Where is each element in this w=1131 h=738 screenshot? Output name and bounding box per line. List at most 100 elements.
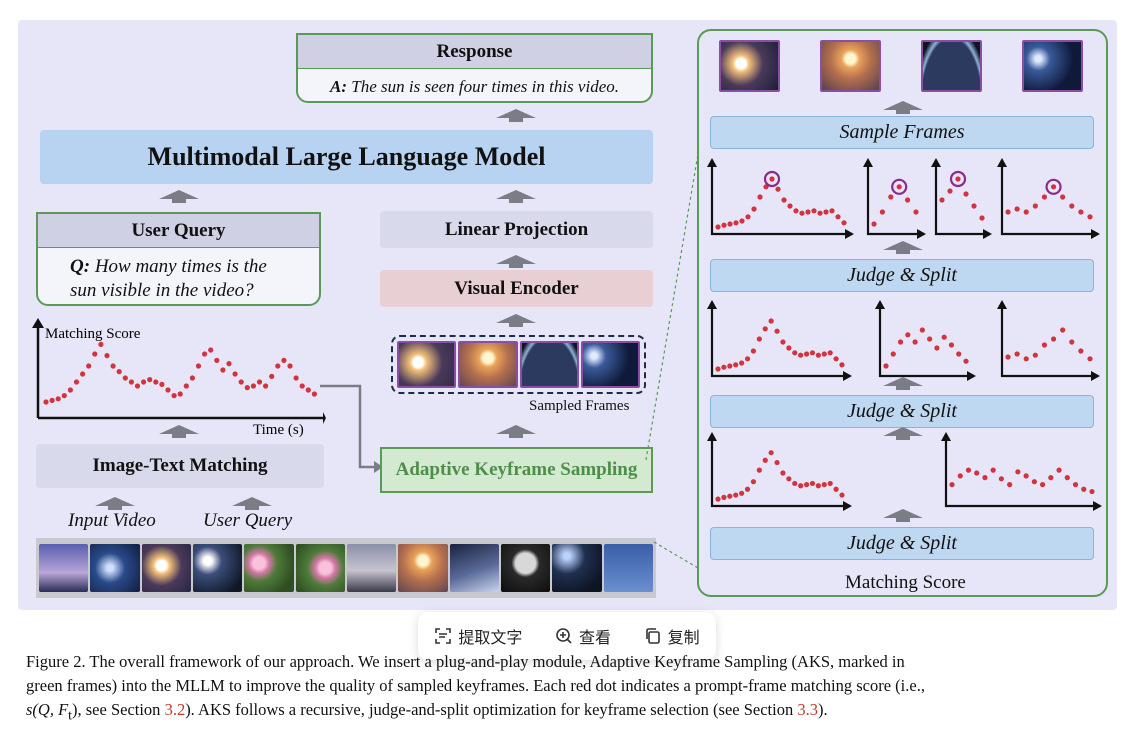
level3-score-plots bbox=[707, 158, 1100, 239]
score-dot bbox=[67, 387, 73, 393]
judge-split-bar-3: Judge & Split bbox=[710, 527, 1094, 560]
score-dot bbox=[787, 203, 793, 209]
arrow-stem bbox=[509, 264, 523, 268]
score-dot bbox=[829, 208, 835, 214]
score-dot bbox=[287, 363, 293, 369]
score-dot bbox=[756, 467, 762, 473]
score-dot bbox=[293, 375, 299, 381]
up-arrow bbox=[496, 425, 536, 434]
score-dot bbox=[971, 203, 977, 209]
sampled-frame-3 bbox=[519, 341, 579, 388]
arrow-stem bbox=[108, 506, 122, 510]
score-dot bbox=[774, 328, 780, 334]
sampled-frame-1 bbox=[397, 341, 457, 388]
score-dot bbox=[1023, 356, 1029, 362]
visual-encoder-box: Visual Encoder bbox=[380, 270, 653, 307]
response-box: Response A: The sun is seen four times i… bbox=[296, 33, 653, 103]
user-query-text: Q: How many times is the sun visible in … bbox=[38, 248, 319, 303]
copy-button[interactable]: 复制 bbox=[644, 624, 700, 648]
score-dot bbox=[998, 476, 1005, 482]
sample-frames-bar: Sample Frames bbox=[710, 116, 1094, 149]
video-frame bbox=[552, 544, 602, 592]
score-dot bbox=[250, 383, 256, 389]
plot-axes bbox=[878, 302, 974, 378]
plot-axes bbox=[866, 160, 924, 236]
score-dot bbox=[1014, 351, 1020, 357]
caption-text: ). AKS follows a recursive, judge-and-sp… bbox=[185, 700, 798, 719]
score-dot bbox=[1069, 203, 1075, 209]
selected-frame-4 bbox=[1022, 40, 1083, 92]
arrow-stem bbox=[509, 118, 523, 122]
score-dot bbox=[1039, 482, 1046, 488]
score-dot bbox=[1041, 342, 1048, 348]
score-dot bbox=[55, 396, 61, 402]
arrow-stem bbox=[172, 199, 186, 203]
score-dot bbox=[116, 369, 122, 375]
score-dot bbox=[189, 375, 195, 381]
selected-frame-2 bbox=[820, 40, 881, 92]
score-dot bbox=[43, 399, 49, 405]
score-dot bbox=[833, 356, 839, 362]
arrow-stem bbox=[896, 518, 910, 522]
response-answer: A: The sun is seen four times in this vi… bbox=[298, 69, 651, 101]
score-dot bbox=[809, 480, 816, 487]
score-dot bbox=[165, 387, 171, 393]
score-dot bbox=[1087, 356, 1093, 362]
score-dot bbox=[762, 457, 768, 463]
score-dot bbox=[947, 188, 953, 194]
score-dot bbox=[1087, 214, 1093, 220]
score-dot bbox=[721, 364, 727, 370]
section-ref-3-2[interactable]: 3.2 bbox=[164, 700, 186, 719]
score-dot bbox=[949, 482, 955, 488]
up-arrow bbox=[496, 109, 536, 118]
score-dot bbox=[1089, 488, 1095, 495]
copy-icon bbox=[645, 628, 660, 644]
score-dot bbox=[1032, 203, 1038, 209]
score-dot bbox=[1050, 184, 1057, 190]
caption-subscript: t bbox=[68, 707, 72, 723]
score-dot bbox=[1023, 209, 1029, 215]
sampled-frame-4 bbox=[580, 341, 640, 388]
arrow-stem bbox=[172, 434, 186, 438]
figure-caption: Figure 2. The overall framework of our a… bbox=[26, 650, 1122, 727]
score-dot bbox=[299, 383, 305, 389]
score-dot bbox=[871, 221, 877, 227]
score-dot bbox=[963, 191, 969, 197]
score-dot bbox=[73, 379, 80, 385]
video-frame bbox=[449, 544, 499, 592]
peak-marker bbox=[763, 170, 781, 188]
plot-axes bbox=[710, 302, 850, 378]
score-dot bbox=[982, 475, 988, 481]
arrow-stem bbox=[245, 506, 259, 510]
arrow-stem bbox=[896, 250, 910, 254]
matching-score-label: Matching Score bbox=[845, 572, 966, 593]
up-arrow bbox=[159, 425, 199, 434]
axis-arrow bbox=[1091, 229, 1100, 239]
score-dot bbox=[86, 363, 92, 369]
sampled-frames-label: Sampled Frames bbox=[529, 398, 630, 414]
score-dot bbox=[815, 352, 821, 358]
score-dot bbox=[134, 383, 141, 389]
view-button[interactable]: 查看 bbox=[555, 624, 611, 648]
score-dot bbox=[92, 351, 98, 357]
score-dot bbox=[739, 490, 745, 496]
score-dot bbox=[805, 209, 811, 215]
score-dot bbox=[768, 450, 774, 456]
section-ref-3-3[interactable]: 3.3 bbox=[797, 700, 818, 719]
score-dot bbox=[1005, 354, 1011, 360]
score-dot bbox=[727, 493, 733, 499]
score-dot bbox=[939, 197, 945, 203]
score-dot bbox=[780, 470, 786, 476]
score-dot bbox=[750, 479, 757, 485]
score-dot bbox=[883, 363, 889, 369]
score-dot bbox=[905, 197, 911, 203]
axis-arrow bbox=[967, 371, 976, 381]
score-dot bbox=[879, 209, 885, 215]
axis-arrow bbox=[1093, 501, 1102, 511]
score-dot bbox=[195, 363, 202, 369]
score-dot bbox=[715, 224, 721, 230]
plot-axes bbox=[710, 434, 850, 508]
extract-text-button[interactable]: 提取文字 bbox=[434, 624, 522, 648]
score-dot bbox=[1064, 475, 1070, 481]
score-dot bbox=[798, 352, 804, 358]
